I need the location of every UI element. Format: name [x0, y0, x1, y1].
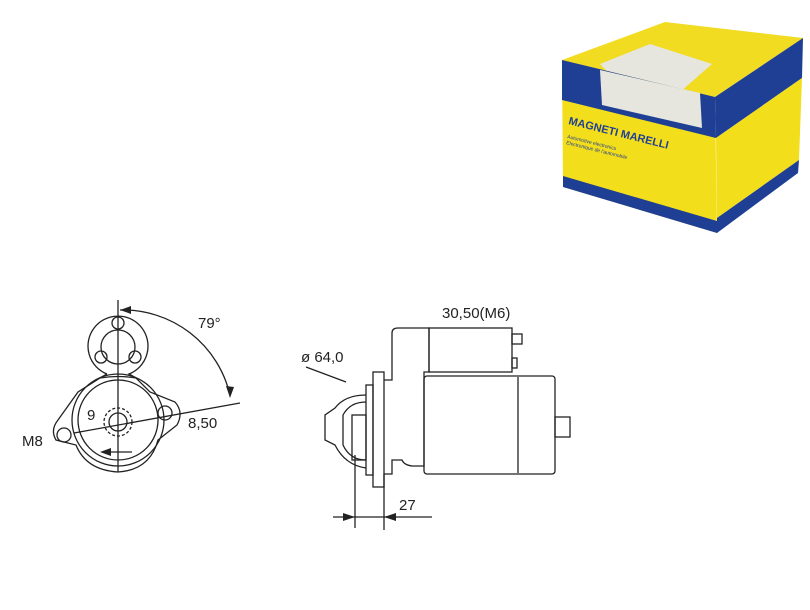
teeth-count-label: 9 — [87, 407, 95, 424]
angle-dimension: 79° — [198, 315, 221, 332]
diameter-dimension: ø 64,0 — [301, 349, 344, 366]
side-view-drawing: ø 64,0 30,50(M6) 27 — [301, 305, 571, 530]
length-dimension: 27 — [399, 497, 416, 514]
thread-label: M8 — [22, 433, 43, 450]
box-right-face — [715, 38, 803, 138]
front-view-drawing: 79° 8,50 9 M8 — [22, 300, 241, 473]
pinion-gear-icon — [108, 412, 128, 432]
offset-dimension: 8,50 — [188, 415, 217, 432]
product-box: MAGNETI MARELLI Automotive electronics E… — [562, 22, 803, 233]
solenoid-dimension: 30,50(M6) — [442, 305, 510, 322]
